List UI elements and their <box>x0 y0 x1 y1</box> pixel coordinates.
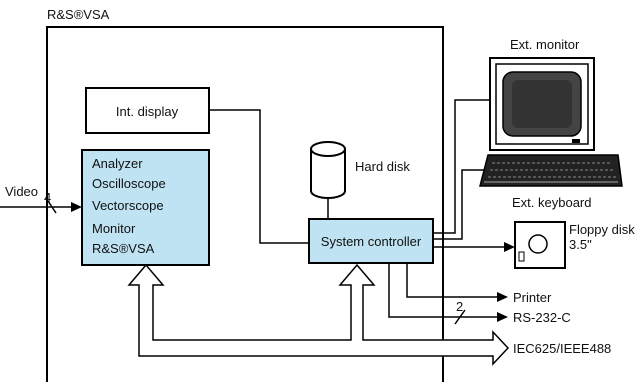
device-title: R&S®VSA <box>47 7 110 22</box>
ext-monitor-icon <box>489 57 595 151</box>
iec-bus-label: IEC625/IEEE488 <box>513 341 611 356</box>
vectorscope-label: Vectorscope <box>92 198 164 213</box>
ext-keyboard-icon <box>479 154 623 187</box>
system-controller-block <box>308 218 434 264</box>
printer-link <box>406 263 497 298</box>
video-label: Video <box>5 184 38 199</box>
floppy-arrowhead <box>504 242 515 252</box>
system-controller-label: System controller <box>321 234 422 249</box>
oscilloscope-label: Oscilloscope <box>92 176 166 191</box>
display-link <box>209 109 309 244</box>
floppy-label: Floppy disk <box>569 222 635 237</box>
printer-arrowhead <box>497 292 508 302</box>
analyzer-block <box>81 149 210 266</box>
device-frame <box>46 26 444 382</box>
int-display-label: Int. display <box>116 104 179 119</box>
floppy-disk-icon <box>514 221 566 269</box>
monitor-label: Monitor <box>92 221 136 236</box>
rs232-label: RS-232-C <box>513 310 571 325</box>
rs232-arrowhead <box>497 312 508 322</box>
video-bus-slash <box>47 200 57 214</box>
rs232-bus-slash <box>454 309 466 325</box>
floppy-size-label: 3.5" <box>569 237 592 252</box>
rs232-bus-width: 2 <box>456 299 463 314</box>
video-bus-width: 4 <box>44 190 51 205</box>
ext-keyboard-label: Ext. keyboard <box>512 195 592 210</box>
ext-monitor-label: Ext. monitor <box>510 37 580 52</box>
keyboard-link <box>433 169 484 240</box>
iec-bus-arrow <box>127 263 510 366</box>
printer-label: Printer <box>513 290 552 305</box>
monitor-link <box>433 99 490 234</box>
video-arrowhead <box>71 202 82 212</box>
analyzer-label: Analyzer <box>92 156 143 171</box>
rs232-link <box>388 263 497 318</box>
vsa-label: R&S®VSA <box>92 241 155 256</box>
hard-disk-label: Hard disk <box>355 159 410 174</box>
hard-disk-top <box>310 141 346 157</box>
